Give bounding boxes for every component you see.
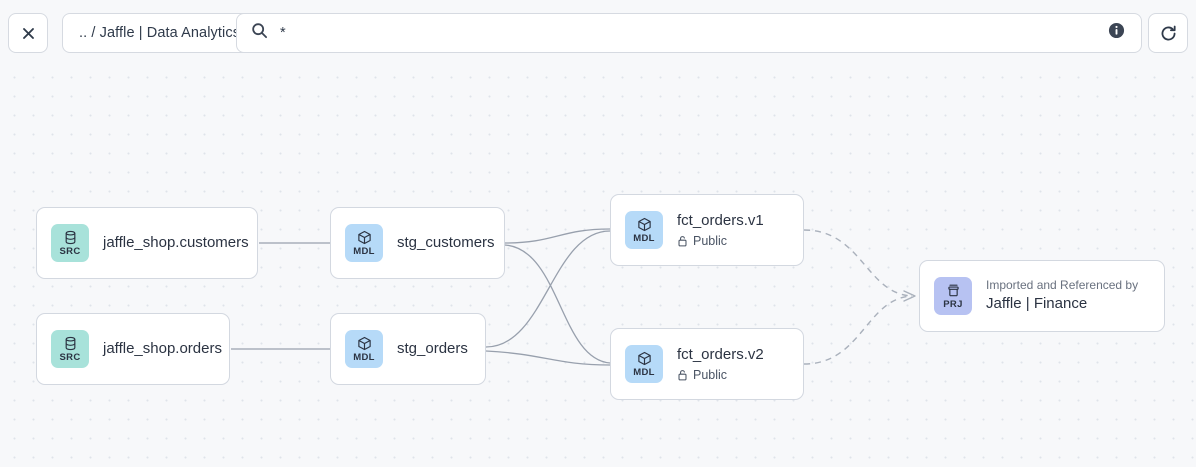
badge-label: SRC	[59, 351, 81, 363]
close-button[interactable]	[8, 13, 48, 53]
badge-label: MDL	[353, 351, 375, 363]
visibility-label: Public	[693, 367, 728, 382]
cube-icon	[357, 336, 372, 351]
edge-stgcustomers-to-v2	[504, 244, 611, 364]
node-kicker: Imported and Referenced by	[986, 278, 1139, 293]
edge-arrowhead	[903, 290, 916, 302]
node-title: jaffle_shop.orders	[103, 339, 222, 357]
breadcrumb-label: .. / Jaffle | Data Analytics	[79, 25, 241, 41]
close-icon	[21, 26, 36, 41]
node-stg-customers[interactable]: MDL stg_customers	[330, 207, 505, 279]
node-body: Imported and Referenced by Jaffle | Fina…	[986, 278, 1138, 314]
node-stg-orders[interactable]: MDL stg_orders	[330, 313, 486, 385]
edge-stgcustomers-to-v1	[504, 228, 611, 244]
breadcrumb[interactable]: .. / Jaffle | Data Analytics	[62, 13, 258, 53]
database-icon	[63, 336, 78, 351]
search-bar[interactable]	[236, 13, 1142, 53]
badge-src: SRC	[51, 330, 89, 368]
edge-stgorders-to-v2	[485, 350, 611, 366]
node-body: stg_customers	[397, 233, 495, 253]
node-title: stg_orders	[397, 339, 468, 357]
cube-icon	[637, 217, 652, 232]
node-jaffle-shop-customers[interactable]: SRC jaffle_shop.customers	[36, 207, 258, 279]
node-body: fct_orders.v2 Public	[677, 346, 764, 382]
node-fct-orders-v1[interactable]: MDL fct_orders.v1 Public	[610, 194, 804, 266]
badge-mdl: MDL	[345, 224, 383, 262]
badge-label: MDL	[353, 245, 375, 257]
info-icon[interactable]	[1108, 22, 1125, 44]
database-icon	[63, 230, 78, 245]
node-visibility: Public	[677, 368, 764, 382]
badge-src: SRC	[51, 224, 89, 262]
node-jaffle-shop-orders[interactable]: SRC jaffle_shop.orders	[36, 313, 230, 385]
node-body: jaffle_shop.customers	[103, 233, 249, 253]
badge-mdl: MDL	[625, 345, 663, 383]
refresh-button[interactable]	[1148, 13, 1188, 53]
badge-mdl: MDL	[625, 211, 663, 249]
badge-label: SRC	[59, 245, 81, 257]
node-body: jaffle_shop.orders	[103, 339, 222, 359]
node-title: jaffle_shop.customers	[103, 233, 249, 251]
node-visibility: Public	[677, 234, 764, 248]
edge-v1-to-project	[803, 229, 913, 297]
badge-label: MDL	[633, 366, 655, 378]
node-body: fct_orders.v1 Public	[677, 212, 764, 248]
cube-icon	[637, 351, 652, 366]
cube-icon	[357, 230, 372, 245]
node-title: Jaffle | Finance	[986, 295, 1088, 313]
search-icon	[251, 22, 268, 44]
badge-label: PRJ	[943, 298, 963, 310]
visibility-label: Public	[693, 233, 728, 248]
graph-canvas[interactable]: SRC jaffle_shop.customers SRC jaffle_sh	[0, 64, 1196, 467]
badge-prj: PRJ	[934, 277, 972, 315]
node-body: stg_orders	[397, 340, 468, 359]
node-jaffle-finance-project[interactable]: PRJ Imported and Referenced by Jaffle | …	[919, 260, 1165, 332]
node-title: fct_orders.v2	[677, 346, 764, 364]
toolbar: .. / Jaffle | Data Analytics	[0, 0, 1196, 64]
node-title: stg_customers	[397, 233, 495, 251]
badge-mdl: MDL	[345, 330, 383, 368]
search-input[interactable]	[280, 14, 1108, 52]
node-fct-orders-v2[interactable]: MDL fct_orders.v2 Public	[610, 328, 804, 400]
unlock-icon	[677, 369, 688, 381]
project-icon	[946, 283, 961, 298]
badge-label: MDL	[633, 232, 655, 244]
unlock-icon	[677, 235, 688, 247]
refresh-icon	[1159, 24, 1178, 43]
edge-v2-to-project	[803, 295, 913, 365]
node-title: fct_orders.v1	[677, 212, 764, 230]
